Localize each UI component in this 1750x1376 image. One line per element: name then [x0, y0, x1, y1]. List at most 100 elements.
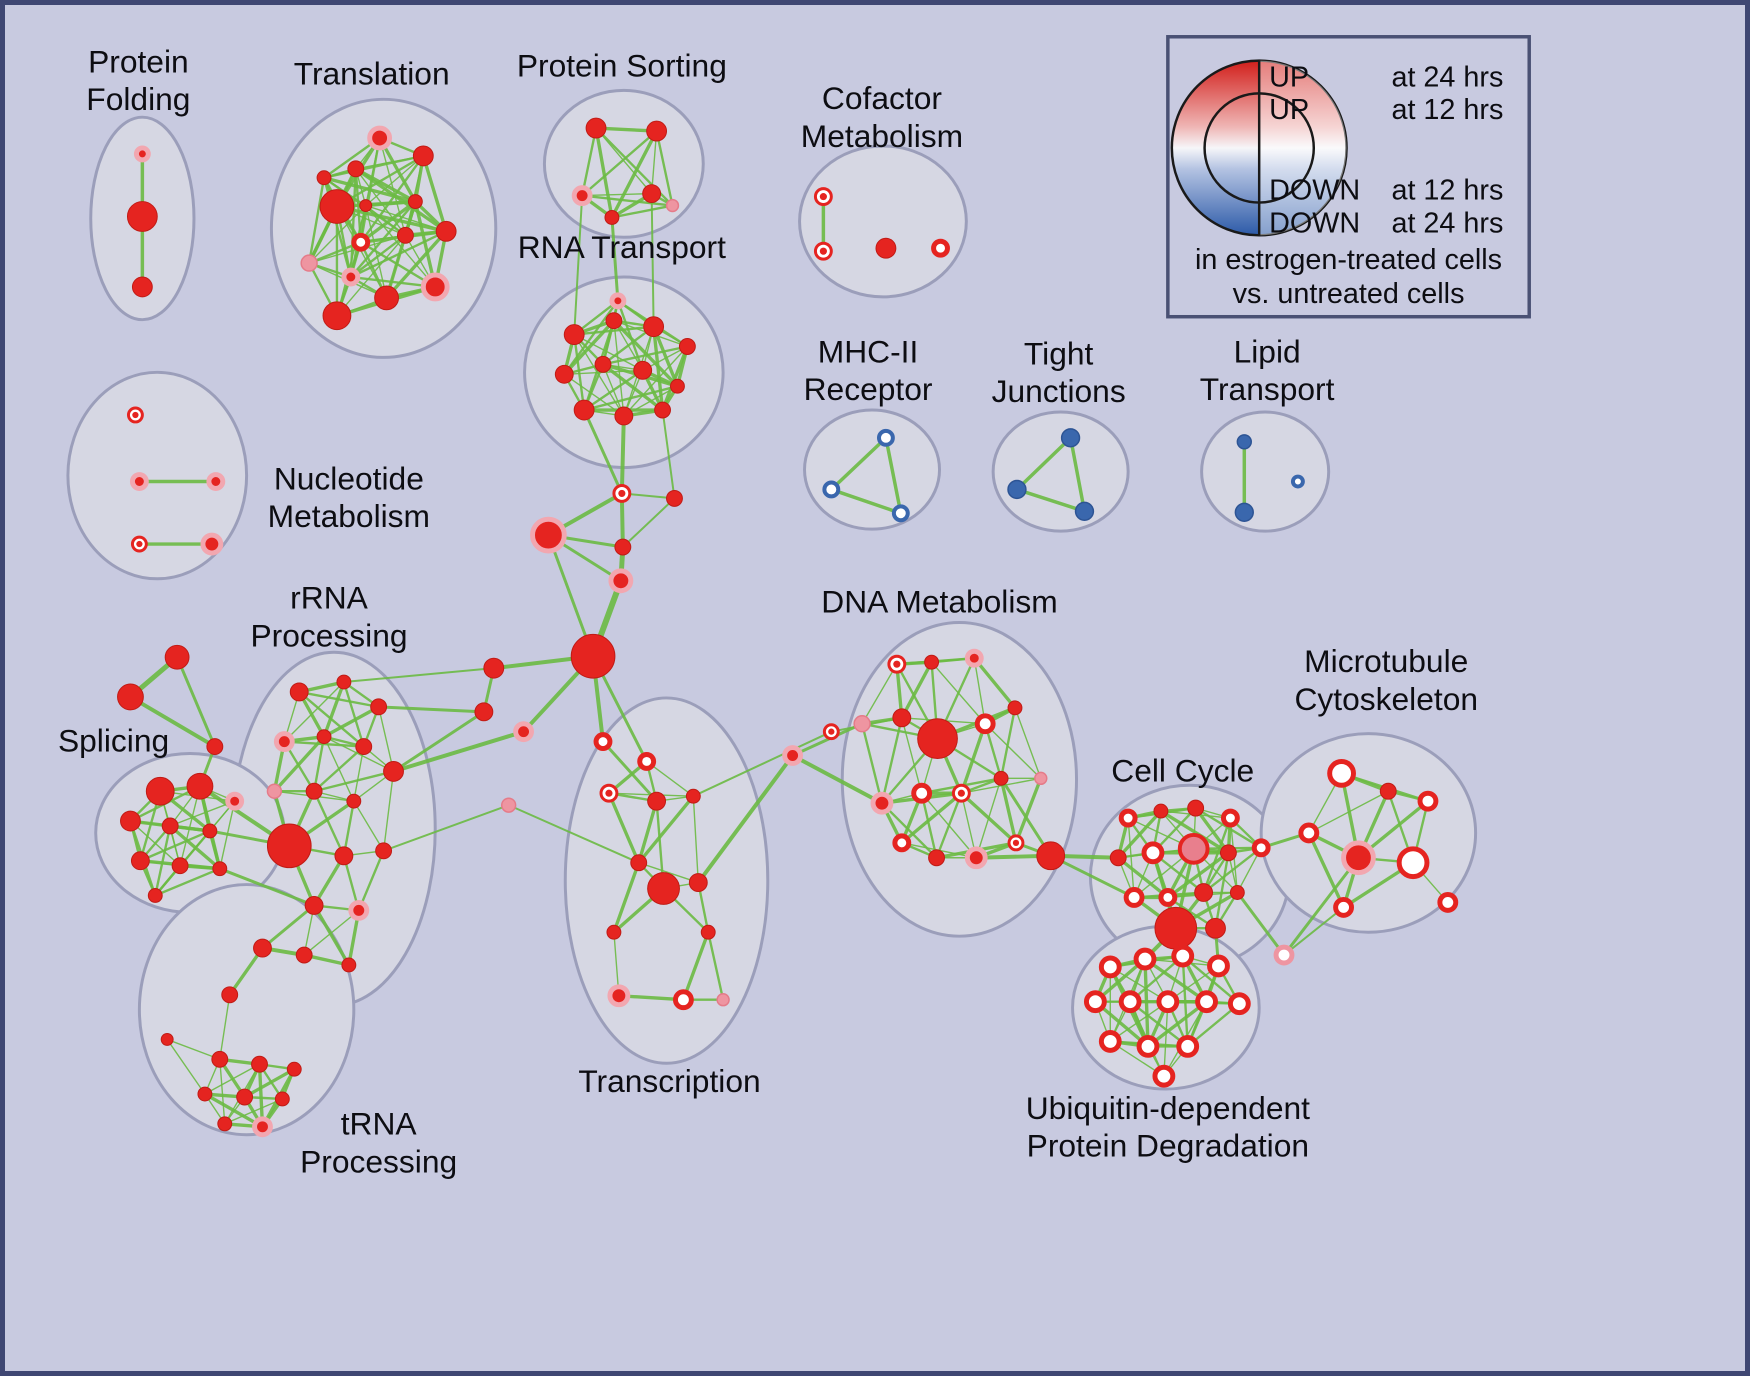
gene-node [131, 276, 153, 298]
network-edge [562, 319, 616, 376]
gene-node [1118, 808, 1138, 828]
gene-node [1007, 479, 1027, 500]
network-edge [312, 735, 326, 793]
network-edge [696, 753, 795, 885]
gene-node [1298, 822, 1320, 844]
cluster-ellipse-cofactor-metabolism [798, 144, 968, 299]
network-edge [884, 436, 903, 516]
gene-node [341, 267, 361, 287]
gene-node [1437, 892, 1459, 913]
gene-node [120, 810, 141, 832]
cluster-label-protein-sorting: Protein Sorting [517, 47, 727, 83]
cluster-label-tight-junctions: Tight [1024, 335, 1094, 371]
gene-node [614, 538, 632, 556]
network-edge [507, 804, 640, 864]
network-edge [357, 849, 385, 912]
gene-node [129, 472, 149, 491]
network-edge [707, 931, 725, 1001]
gene-node [1273, 944, 1295, 966]
cluster-ellipse-lipid-transport [1200, 410, 1331, 533]
network-edge [354, 167, 448, 234]
gene-node [606, 924, 622, 940]
gene-node [876, 428, 895, 447]
gene-node [202, 823, 218, 839]
gene-node [678, 338, 696, 355]
gene-node [383, 760, 404, 782]
gene-node [186, 772, 214, 800]
gene-node [911, 782, 933, 804]
gene-node [1205, 917, 1226, 939]
gene-node [200, 532, 224, 556]
gene-node [917, 718, 958, 759]
gene-node [117, 683, 144, 711]
gene-node-dot [132, 411, 139, 419]
gene-node [206, 738, 224, 756]
gene-node [289, 682, 309, 702]
gene-node [253, 938, 272, 958]
network-edge [1214, 851, 1230, 930]
network-edge [601, 325, 655, 366]
cluster-label-nucleotide-metabolism: Metabolism [268, 498, 430, 534]
cluster-label-ubiquitin-degradation: Protein Degradation [1027, 1128, 1309, 1164]
network-edge [935, 792, 963, 859]
network-edge [365, 204, 447, 233]
gene-node [252, 1116, 273, 1138]
gene-node [316, 170, 332, 186]
gene-node [607, 984, 631, 1008]
gene-node [1290, 474, 1305, 489]
network-edge [312, 790, 346, 857]
network-edge [601, 345, 689, 366]
cluster-label-nucleotide-metabolism: Nucleotide [274, 460, 424, 496]
network-edge [880, 716, 903, 805]
gene-node [374, 285, 399, 311]
gene-node [1158, 888, 1178, 907]
gene-node [367, 125, 393, 151]
gene-node-dot [828, 728, 835, 735]
gene-node [1098, 955, 1122, 979]
gene-node [892, 708, 912, 728]
gene-node [319, 189, 355, 224]
network-edge [1307, 831, 1346, 910]
gene-node [1195, 990, 1218, 1014]
legend-footer-line: vs. untreated cells [1233, 278, 1465, 310]
network-edge [984, 723, 1042, 780]
network-edge [382, 770, 395, 852]
legend-row-time: at 24 hrs [1391, 207, 1503, 239]
network-edge [573, 325, 655, 336]
gene-node [609, 292, 627, 310]
gene-node [1379, 782, 1397, 800]
gene-node [605, 312, 623, 330]
network-edge [228, 946, 265, 997]
network-edge [661, 409, 676, 500]
network-edge [1015, 487, 1087, 514]
network-edge [242, 1067, 296, 1099]
gene-node [322, 301, 352, 331]
gene-node [554, 364, 574, 384]
gene-node [608, 568, 634, 594]
cluster-ellipse-nucleotide-metabolism [66, 370, 249, 581]
cluster-label-trna-processing: Processing [300, 1143, 457, 1179]
legend-row-time: at 12 hrs [1391, 94, 1503, 126]
network-edge [154, 824, 172, 897]
gene-node [1153, 803, 1169, 819]
network-edge [1014, 707, 1042, 780]
gene-node [273, 731, 295, 753]
gene-node [500, 797, 517, 813]
network-edge [638, 862, 699, 884]
network-edge [645, 760, 695, 797]
cluster-label-cofactor-metabolism: Cofactor [822, 80, 942, 116]
network-edge [619, 414, 626, 496]
gene-node [1207, 954, 1230, 978]
gene-node [1152, 1064, 1176, 1088]
gene-node-dot [957, 789, 965, 797]
network-edge [573, 194, 584, 336]
network-edge [1283, 906, 1345, 957]
network-edge [581, 192, 653, 197]
network-edge [203, 1092, 265, 1129]
network-edge [392, 710, 486, 773]
cluster-label-tight-junctions: Junctions [992, 373, 1126, 409]
gene-node [891, 504, 910, 523]
network-edge [219, 1058, 226, 1125]
legend-row-direction: UP [1269, 94, 1309, 126]
